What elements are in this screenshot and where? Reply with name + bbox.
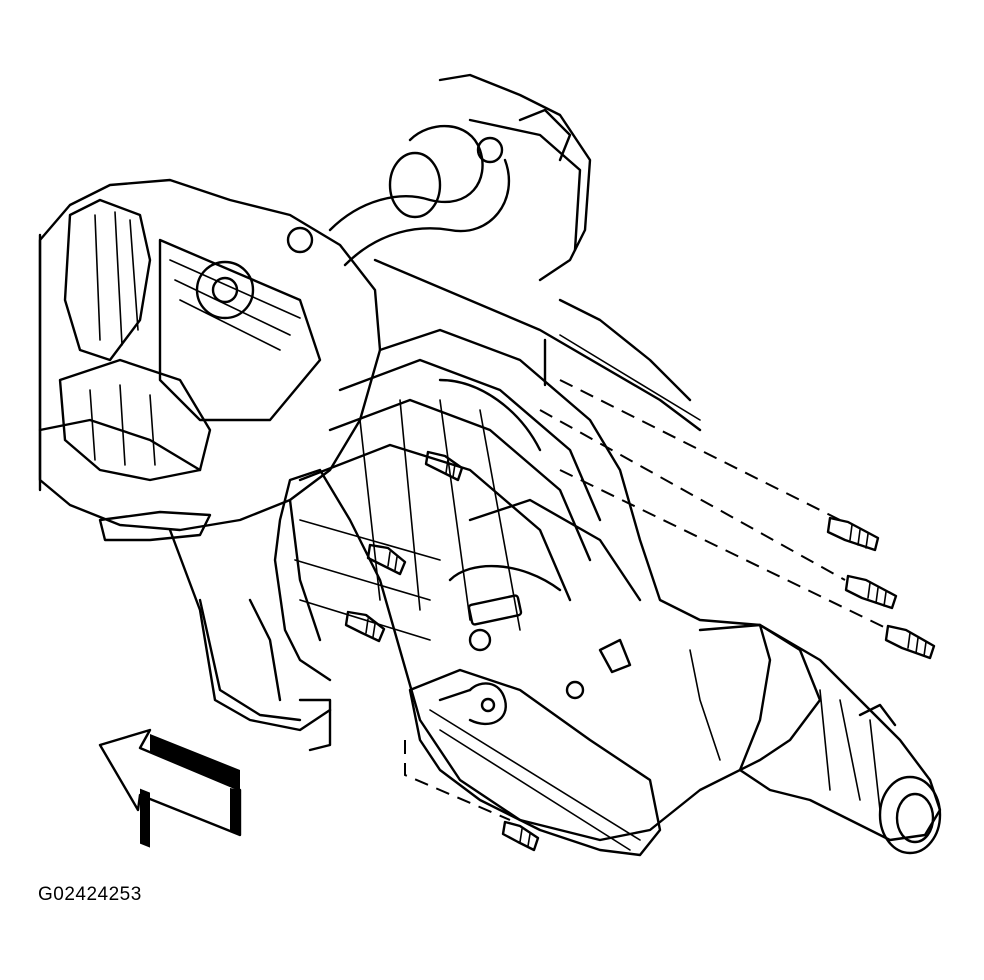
crossmember bbox=[198, 598, 332, 752]
bolt-icon bbox=[344, 610, 386, 643]
bolt-icon bbox=[826, 516, 880, 552]
extension-housing bbox=[689, 623, 942, 855]
bolt-icon bbox=[424, 450, 464, 482]
bolt-icon bbox=[366, 543, 407, 576]
engine-block bbox=[38, 178, 382, 732]
bolt-icon bbox=[844, 574, 898, 610]
frame-rail bbox=[373, 258, 702, 432]
front-direction-arrow-icon bbox=[98, 728, 242, 848]
figure-id-label: G02424253 bbox=[38, 884, 142, 905]
transmission-case bbox=[273, 328, 822, 842]
bolt-leader-lines bbox=[404, 379, 891, 821]
bolt-icon bbox=[884, 624, 936, 660]
bolt-icon bbox=[501, 820, 540, 852]
oil-pan bbox=[408, 668, 662, 857]
exhaust-pipe bbox=[286, 73, 592, 282]
